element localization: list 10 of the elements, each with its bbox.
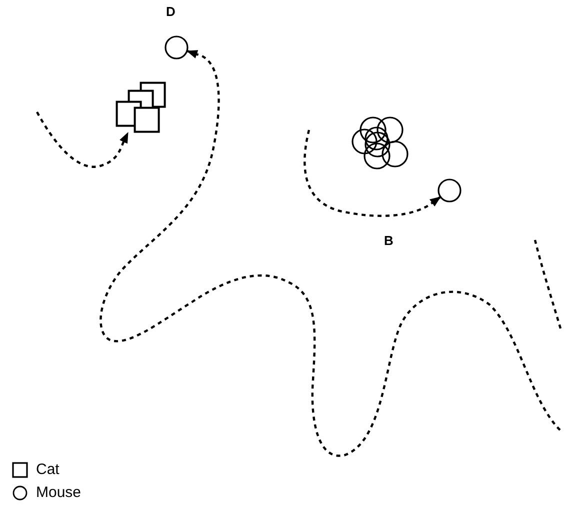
point-label: D (166, 5, 176, 18)
point-label: B (384, 234, 394, 247)
circle-marker (438, 179, 461, 202)
dashed-arrow (304, 130, 441, 217)
dashed-arrow (36, 111, 129, 168)
legend-label: Mouse (36, 485, 82, 501)
circle-marker (165, 36, 188, 59)
legend-label: Cat (36, 462, 60, 478)
dashed-arrow (100, 50, 561, 456)
square-cluster-drawing (115, 82, 165, 133)
